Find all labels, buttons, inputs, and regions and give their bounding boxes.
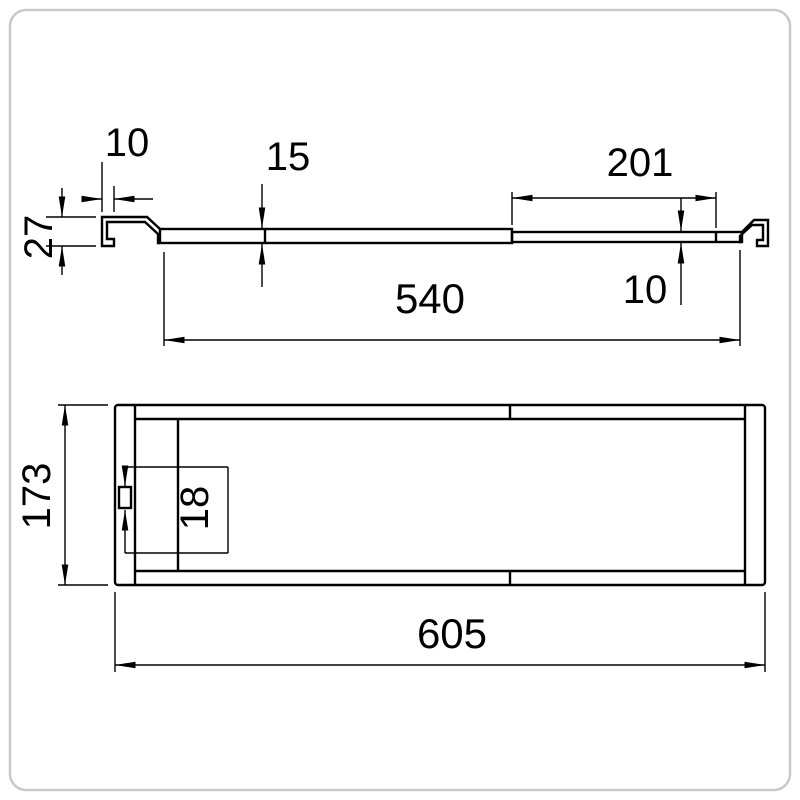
- dim-right-height: 10: [623, 198, 685, 312]
- left-hook-profile: [100, 215, 161, 248]
- side-profile-rail-right: [510, 230, 744, 244]
- dim-inner-length: 540: [163, 250, 741, 346]
- dim-left-height: 15: [258, 135, 311, 287]
- right-hook-profile: [738, 218, 770, 248]
- dim-telescopic: 201: [511, 141, 717, 228]
- dim-overall-length-label: 605: [417, 610, 487, 657]
- frame-outline: [113, 403, 767, 587]
- dim-right-height-label: 10: [623, 268, 668, 312]
- dim-overall-length: 605: [114, 592, 766, 672]
- mounting-slot: [117, 485, 133, 510]
- dim-hook-lip-label: 10: [105, 121, 150, 165]
- dim-slot-label: 18: [173, 486, 217, 531]
- dim-width: 173: [15, 404, 108, 586]
- dim-overall-height: 27: [17, 188, 96, 275]
- dim-telescopic-label: 201: [607, 141, 674, 185]
- side-profile-rail-left: [158, 227, 514, 245]
- plan-view: 173 18 605: [15, 403, 767, 672]
- dim-slot: 18: [121, 465, 229, 554]
- dim-overall-height-label: 27: [17, 215, 61, 260]
- page-frame: [8, 8, 792, 792]
- side-view: 10 15 201 27 540: [17, 121, 770, 346]
- dim-hook-lip: 10: [81, 121, 153, 212]
- dim-left-height-label: 15: [266, 135, 311, 179]
- dim-inner-length-label: 540: [395, 275, 465, 322]
- dim-width-label: 173: [15, 463, 59, 530]
